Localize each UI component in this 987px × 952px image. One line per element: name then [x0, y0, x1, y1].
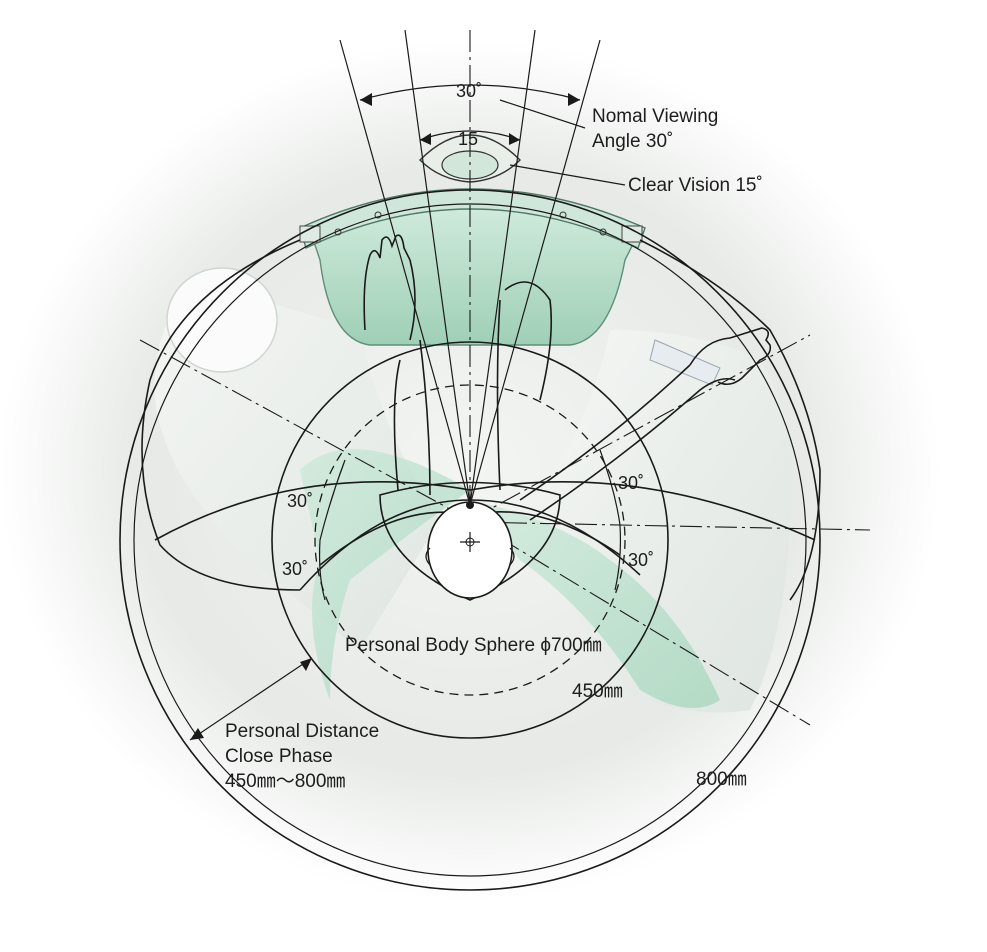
rim-bracket-right: [621, 225, 643, 243]
label-personal-distance-line1: Personal Distance: [225, 721, 379, 742]
angle-arc-right-lower: [614, 524, 622, 591]
label-personal-distance-line2: Close Phase: [225, 746, 333, 767]
side-table-round: [166, 267, 278, 373]
angle-arc-right: [599, 449, 621, 526]
arrow-head: [190, 728, 204, 740]
label-personal-distance-line3: 450㎜～800㎜: [225, 771, 345, 792]
leader-clear-vision: [509, 164, 626, 186]
desk-outline-left: [141, 239, 301, 591]
arrow-head: [420, 133, 431, 145]
eye-point: [466, 501, 474, 509]
sight-line: [339, 39, 471, 506]
label-right-30-upper: 30˚: [618, 473, 644, 493]
personal-distance-arrow: [189, 657, 313, 741]
sight-line: [404, 29, 471, 506]
normal-viewing-arc: [359, 84, 581, 101]
label-angle-15-top: 15: [458, 129, 478, 149]
arrow-head: [360, 93, 372, 106]
operator-left-hand: [363, 234, 416, 341]
arrow-head: [509, 133, 520, 145]
operator-right-arm-extended: [519, 364, 736, 521]
operator-right-hand: [689, 327, 772, 386]
sight-line: [469, 29, 536, 506]
axis-line-diag-left: [139, 339, 471, 521]
label-normal-viewing-line1: Nomal Viewing: [592, 106, 718, 127]
rim-bolt: [374, 211, 382, 219]
distance-circle-450: [271, 341, 669, 739]
label-left-30-lower: 30˚: [282, 559, 308, 579]
sight-line: [469, 39, 601, 506]
body-sphere-circle: [314, 384, 626, 696]
left-green-band: [300, 449, 470, 700]
label-clear-vision: Clear Vision 15˚: [628, 175, 763, 196]
arrow-head: [568, 93, 580, 106]
operator-ear-left: [425, 547, 431, 566]
angle-arc-left-lower: [318, 539, 326, 601]
distance-circle-800-inner: [133, 203, 807, 877]
leader-normal-viewing: [499, 99, 586, 129]
label-body-sphere: Personal Body Sphere ϕ700㎜: [345, 635, 602, 656]
angle-arc-left: [319, 459, 346, 541]
right-green-band: [470, 500, 720, 708]
axis-line-diag-lowright: [469, 519, 811, 726]
operator-left-arm: [393, 339, 431, 496]
center-mark-ring: [465, 537, 475, 547]
label-radius-450: 450㎜: [572, 681, 623, 702]
rim-bolt: [599, 228, 607, 236]
axis-line-horizontal: [469, 521, 871, 531]
operator-shoulders: [379, 481, 561, 601]
label-normal-viewing-line2: Angle 30˚: [592, 131, 673, 152]
operator-ear-right: [509, 547, 515, 566]
label-left-30-upper: 30˚: [287, 491, 313, 511]
desk-front-edge-outer: [154, 481, 816, 541]
desk-outline-right: [639, 239, 821, 601]
label-angle-30-top: 30˚: [456, 81, 482, 101]
label-radius-800: 800㎜: [696, 769, 747, 790]
operator-right-forearm: [496, 281, 553, 491]
rim-bolt: [559, 211, 567, 219]
arm-lamp: [649, 339, 721, 386]
arrow-head: [300, 658, 312, 671]
label-right-30-lower: 30˚: [628, 550, 654, 570]
